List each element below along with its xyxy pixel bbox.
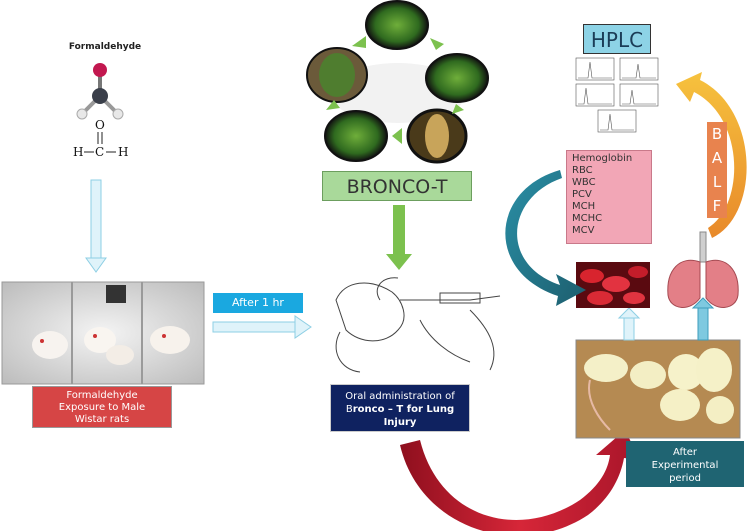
oral-line-1: Oral administration of — [345, 391, 455, 402]
atom-o: O — [95, 118, 105, 132]
oral-line-2: Bronco – T for Lung — [331, 403, 469, 416]
hplc-chromatograms — [575, 57, 659, 133]
balf-letter: F — [712, 197, 722, 215]
after-exp-line-3: period — [669, 473, 701, 484]
exposure-label: Formaldehyde Exposure to Male Wistar rat… — [32, 386, 172, 428]
teal-curved-arrow-icon — [505, 170, 586, 306]
red-blood-cells-image — [576, 262, 650, 308]
formaldehyde-title: Formaldehyde — [68, 42, 142, 52]
after-exp-line-2: Experimental — [651, 460, 719, 471]
balf-letter: A — [711, 149, 723, 167]
param-item: RBC — [572, 165, 593, 176]
rats-photo — [575, 339, 741, 439]
param-item: MCV — [572, 225, 595, 236]
param-item: WBC — [572, 177, 596, 188]
oral-gavage-sketch — [335, 277, 501, 373]
down-arrow-icon — [85, 179, 107, 273]
param-item: Hemoglobin — [572, 153, 633, 164]
oral-line-3: Injury — [331, 416, 469, 429]
structural-formula-bonds — [84, 132, 116, 153]
green-down-arrow-icon — [386, 205, 412, 270]
atom-h-left: H — [73, 145, 84, 159]
right-arrow-icon — [212, 315, 312, 339]
oral-line-2-b: B — [345, 404, 353, 415]
balf-letter: B — [711, 125, 723, 143]
red-curved-arrow-icon — [400, 430, 640, 531]
exposure-line-2: Exposure to Male — [58, 402, 146, 413]
exposure-line-1: Formaldehyde — [66, 390, 138, 401]
bronco-t-banner: BRONCO-T — [322, 171, 472, 201]
blood-parameters-box: Hemoglobin RBC WBC PCV MCH MCHC MCV — [566, 150, 652, 244]
after-experimental-label: After Experimental period — [626, 441, 744, 487]
atom-h-right: H — [118, 145, 129, 159]
atom-c: C — [95, 145, 105, 159]
rat-cage-photo — [1, 281, 205, 385]
oral-line-2-rest: ronco – T for Lung — [352, 404, 455, 415]
lungs-icon — [667, 231, 739, 308]
hplc-label: HPLC — [583, 24, 651, 54]
oral-line-3-text: Injury — [383, 417, 417, 428]
formaldehyde-molecule-icon — [76, 63, 124, 120]
balf-letter: L — [712, 173, 722, 191]
exposure-line-3: Wistar rats — [74, 414, 130, 425]
up-arrow-lung-icon — [691, 297, 715, 341]
param-item: MCHC — [572, 213, 603, 224]
after-1hr-label: After 1 hr — [213, 293, 303, 313]
after-exp-line-1: After — [672, 447, 697, 458]
param-item: MCH — [572, 201, 596, 212]
oral-administration-label: Oral administration of Bronco – T for Lu… — [330, 384, 470, 432]
herb-cycle — [306, 0, 489, 164]
orange-curved-arrow-icon — [676, 72, 747, 238]
balf-label: B A L F — [707, 122, 727, 218]
param-item: PCV — [572, 189, 592, 200]
up-arrow-blood-icon — [617, 307, 641, 341]
